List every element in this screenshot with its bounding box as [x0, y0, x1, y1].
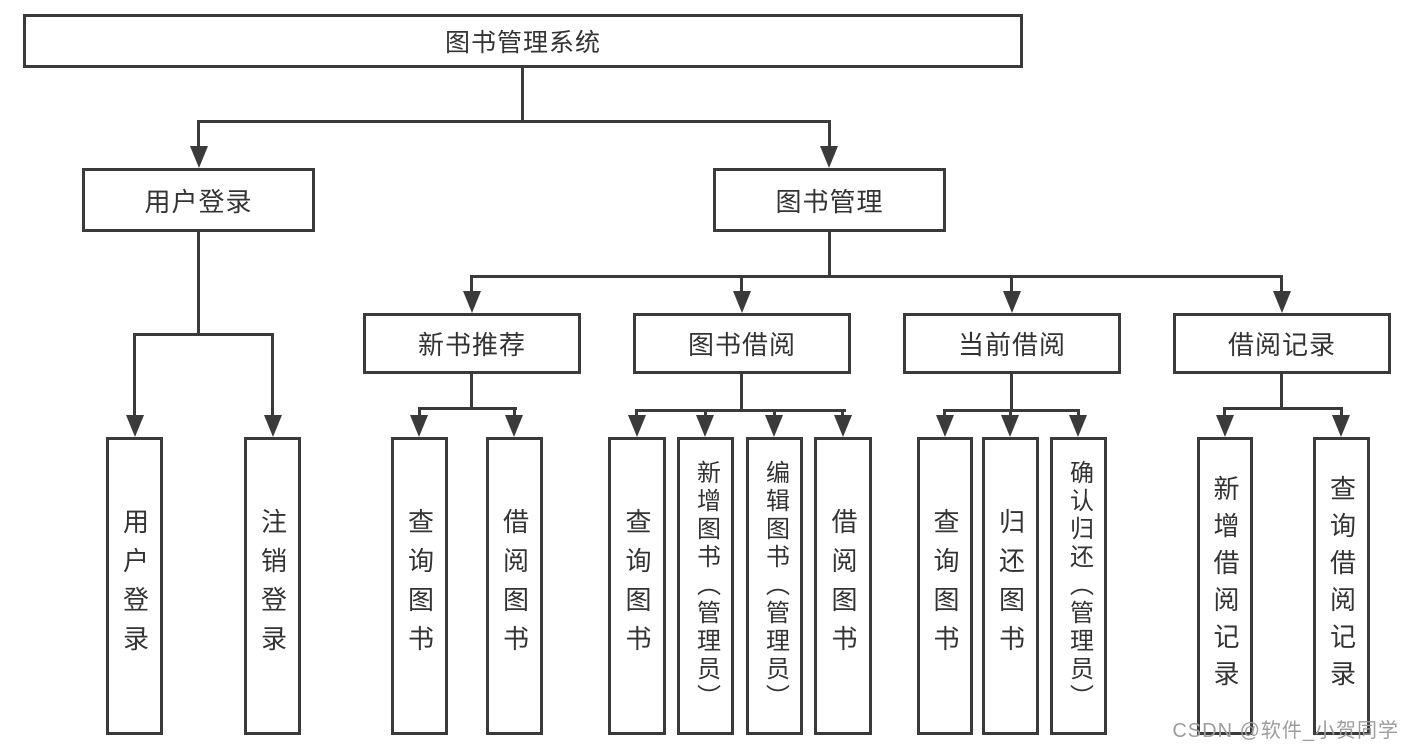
node-label: 图书借阅 — [687, 330, 796, 360]
connector-segment — [1010, 374, 1013, 412]
arrow-down-icon — [765, 415, 783, 437]
connector-segment — [635, 409, 638, 419]
connector-segment — [1280, 374, 1283, 410]
leaf-label: 归还图书 — [995, 508, 1026, 664]
leaf-query-books-current: 查询图书 — [917, 437, 973, 735]
leaf-label: 查询借阅记录 — [1326, 475, 1357, 697]
leaf-label: 借阅图书 — [828, 508, 858, 664]
arrow-down-icon — [505, 415, 523, 437]
node-label: 图书管理 — [775, 186, 884, 217]
node-label: 借阅记录 — [1227, 330, 1336, 360]
connector-segment — [1009, 409, 1012, 419]
arrow-down-icon — [733, 291, 751, 313]
connector-segment — [197, 120, 831, 123]
leaf-edit-books-admin: 编辑图书（管理员） — [746, 437, 803, 735]
connector-segment — [740, 374, 743, 412]
arrow-down-icon — [834, 415, 852, 437]
leaf-label: 新增借阅记录 — [1210, 475, 1240, 697]
leaf-label: 新增图书（管理员） — [692, 460, 720, 712]
leaf-label: 确认归还（管理员） — [1065, 460, 1093, 712]
connector-segment — [521, 68, 524, 120]
leaf-label: 用户登录 — [119, 508, 150, 664]
connector-segment — [470, 275, 473, 295]
connector-segment — [943, 409, 946, 419]
connector-segment — [513, 407, 516, 419]
connector-segment — [841, 409, 844, 419]
leaf-borrow-books: 借阅图书 — [814, 437, 872, 735]
csdn-watermark: CSDN @软件_小贺同学 — [1172, 720, 1399, 742]
connector-segment — [197, 120, 200, 148]
arrow-down-icon — [1332, 415, 1350, 437]
leaf-logout: 注销登录 — [244, 437, 301, 735]
arrow-down-icon — [1069, 415, 1087, 437]
leaf-query-borrow-record: 查询借阅记录 — [1313, 437, 1370, 735]
connector-segment — [197, 232, 200, 336]
node-label: 用户登录 — [144, 186, 253, 217]
connector-segment — [773, 409, 776, 419]
node-label: 新书推荐 — [417, 330, 526, 360]
arrow-down-icon — [1003, 291, 1021, 313]
leaf-return-books: 归还图书 — [982, 437, 1039, 735]
arrow-down-icon — [126, 415, 144, 437]
arrow-down-icon — [628, 415, 646, 437]
connector-segment — [1010, 275, 1013, 295]
arrow-down-icon — [1216, 415, 1234, 437]
node-new-book-recommendation: 新书推荐 — [363, 313, 581, 374]
arrow-down-icon — [463, 291, 481, 313]
arrow-down-icon — [264, 415, 282, 437]
leaf-label: 查询图书 — [622, 508, 652, 664]
node-current-borrowing: 当前借阅 — [903, 313, 1121, 374]
connector-segment — [418, 407, 421, 419]
connector-segment — [1340, 407, 1343, 419]
connector-segment — [1280, 275, 1283, 295]
leaf-label: 注销登录 — [257, 508, 288, 664]
arrow-down-icon — [1001, 415, 1019, 437]
leaf-add-borrow-record: 新增借阅记录 — [1197, 437, 1253, 735]
connector-segment — [1077, 409, 1080, 419]
connector-segment — [828, 120, 831, 148]
arrow-down-icon — [410, 415, 428, 437]
leaf-query-books-borrowing: 查询图书 — [608, 437, 666, 735]
connector-segment — [133, 333, 274, 336]
connector-segment — [1223, 407, 1226, 419]
leaf-add-books-admin: 新增图书（管理员） — [677, 437, 734, 735]
leaf-confirm-return-admin: 确认归还（管理员） — [1050, 437, 1107, 735]
leaf-user-login: 用户登录 — [106, 437, 163, 735]
node-label: 当前借阅 — [957, 330, 1066, 360]
connector-segment — [740, 275, 743, 295]
connector-segment — [828, 232, 831, 278]
node-borrowing-records: 借阅记录 — [1173, 313, 1391, 374]
node-library-management-system: 图书管理系统 — [23, 14, 1023, 68]
connector-segment — [635, 409, 846, 412]
leaf-label: 借阅图书 — [499, 508, 530, 664]
node-book-management: 图书管理 — [713, 168, 946, 232]
connector-segment — [418, 407, 517, 410]
connector-segment — [470, 374, 473, 410]
connector-segment — [471, 275, 1283, 278]
connector-segment — [133, 333, 136, 419]
arrow-down-icon — [696, 415, 714, 437]
arrow-down-icon — [936, 415, 954, 437]
leaf-label: 编辑图书（管理员） — [761, 460, 789, 712]
leaf-label: 查询图书 — [930, 508, 960, 664]
node-label: 图书管理系统 — [444, 29, 601, 57]
leaf-query-books-recommend: 查询图书 — [391, 437, 448, 735]
leaf-label: 查询图书 — [404, 508, 435, 664]
node-book-borrowing: 图书借阅 — [633, 313, 851, 374]
arrow-down-icon — [1273, 291, 1291, 313]
arrow-down-icon — [820, 146, 838, 168]
leaf-borrow-books-recommend: 借阅图书 — [486, 437, 543, 735]
node-user-login: 用户登录 — [82, 168, 315, 232]
arrow-down-icon — [190, 146, 208, 168]
connector-segment — [704, 409, 707, 419]
connector-segment — [271, 333, 274, 419]
connector-segment — [1223, 407, 1343, 410]
